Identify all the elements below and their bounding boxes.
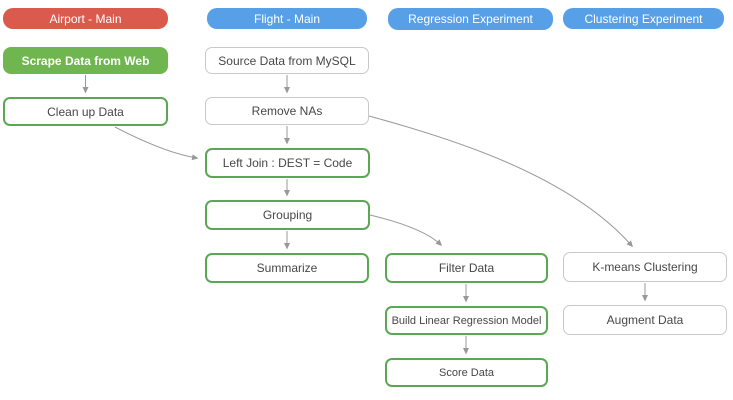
node-build-linear-regression-model: Build Linear Regression Model: [385, 306, 548, 335]
node-source-data-from-mysql: Source Data from MySQL: [205, 47, 369, 74]
edge-remove-nas-to-kmeans: [368, 115, 633, 248]
node-filter-data: Filter Data: [385, 253, 548, 283]
header-flight-main: Flight - Main: [207, 8, 367, 29]
node-augment-data: Augment Data: [563, 305, 727, 335]
node-scrape-data-from-web: Scrape Data from Web: [3, 47, 168, 74]
edge-clean-up-to-left-join: [114, 126, 199, 161]
node-remove-nas: Remove NAs: [205, 97, 369, 125]
node-left-join: Left Join : DEST = Code: [205, 148, 370, 178]
node-summarize: Summarize: [205, 253, 369, 283]
node-kmeans-clustering: K-means Clustering: [563, 252, 727, 282]
header-regression-experiment: Regression Experiment: [388, 8, 553, 30]
node-clean-up-data: Clean up Data: [3, 97, 168, 126]
node-score-data: Score Data: [385, 358, 548, 387]
edge-grouping-to-filter-data: [369, 214, 443, 247]
header-clustering-experiment: Clustering Experiment: [563, 8, 724, 29]
header-airport-main: Airport - Main: [3, 8, 168, 29]
node-grouping: Grouping: [205, 200, 370, 230]
